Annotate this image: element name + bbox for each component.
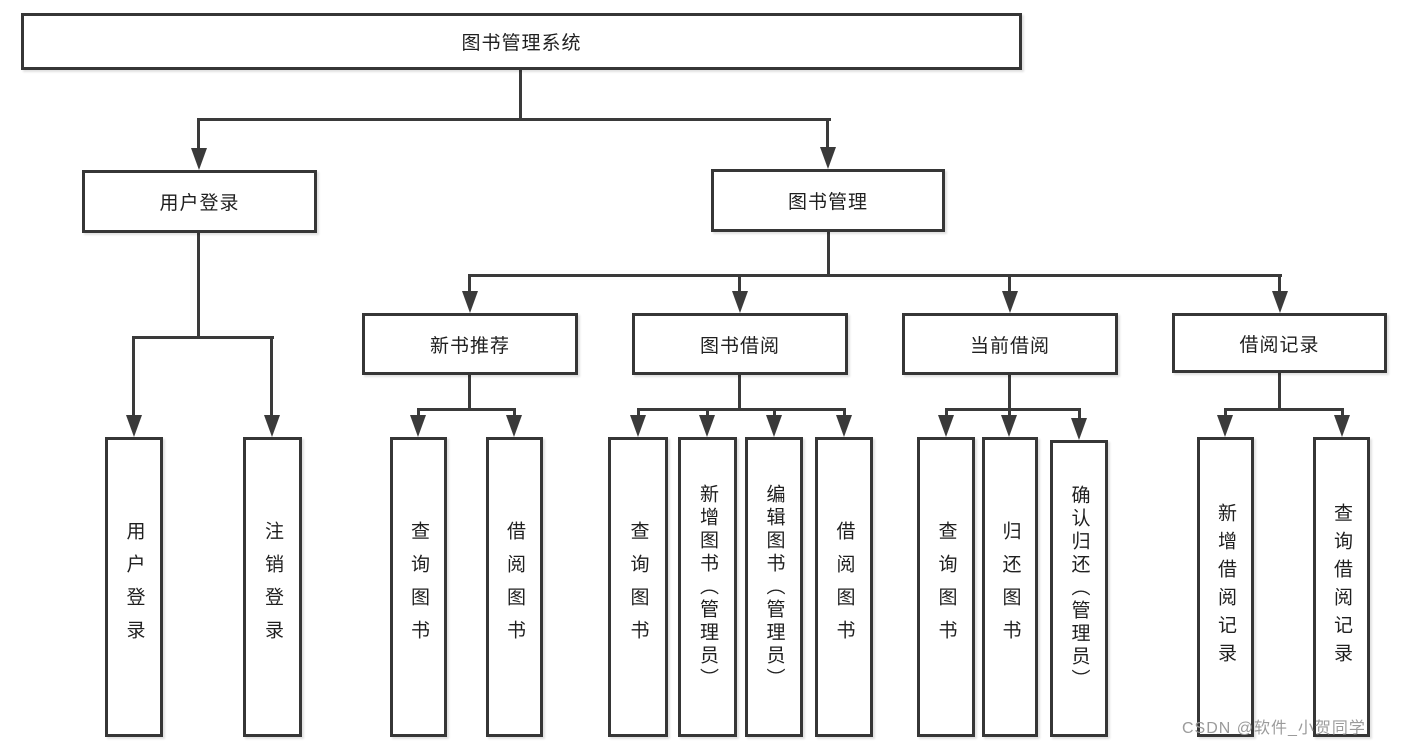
watermark: CSDN @软件_小贺同学 — [1182, 720, 1366, 737]
node-user-login: 用户登录 — [82, 170, 317, 233]
arrow-head-icon — [1272, 291, 1288, 313]
arrow-stem — [826, 118, 829, 151]
arrow-stem — [132, 336, 135, 416]
connector-line — [827, 232, 830, 276]
arrow-stem — [1078, 408, 1081, 418]
arrow-head-icon — [462, 291, 478, 313]
connector-line — [468, 375, 471, 410]
node-current-borrowing: 当前借阅 — [902, 313, 1118, 375]
connector-line — [637, 408, 846, 411]
arrow-head-icon — [1071, 418, 1087, 440]
connector-line — [197, 233, 200, 338]
leaf-recommend-query-book: 查询图书 — [390, 437, 447, 737]
leaf-user-login: 用户登录 — [105, 437, 163, 737]
connector-line — [469, 274, 1282, 277]
arrow-stem — [513, 408, 516, 418]
leaf-records-query-record: 查询借阅记录 — [1313, 437, 1370, 737]
arrow-stem — [1008, 408, 1011, 418]
arrow-stem — [945, 408, 948, 418]
leaf-borrowing-borrow-book: 借阅图书 — [815, 437, 873, 737]
arrow-head-icon — [836, 415, 852, 437]
arrow-stem — [706, 408, 709, 418]
connector-line — [1278, 373, 1281, 410]
leaf-records-add-record: 新增借阅记录 — [1197, 437, 1254, 737]
arrow-head-icon — [630, 415, 646, 437]
leaf-recommend-borrow-book: 借阅图书 — [486, 437, 543, 737]
leaf-logout: 注销登录 — [243, 437, 302, 737]
arrow-head-icon — [766, 415, 782, 437]
arrow-stem — [197, 118, 200, 152]
arrow-stem — [1224, 408, 1227, 418]
leaf-borrowing-add-book-admin: 新增图书（管理员） — [678, 437, 737, 737]
arrow-stem — [773, 408, 776, 418]
arrow-head-icon — [1001, 415, 1017, 437]
arrow-stem — [270, 336, 273, 416]
leaf-borrowing-edit-book-admin: 编辑图书（管理员） — [745, 437, 803, 737]
arrow-stem — [1008, 274, 1011, 294]
arrow-head-icon — [506, 415, 522, 437]
arrow-head-icon — [699, 415, 715, 437]
arrow-stem — [738, 274, 741, 294]
leaf-current-query-book: 查询图书 — [917, 437, 975, 737]
arrow-head-icon — [264, 415, 280, 437]
arrow-stem — [417, 408, 420, 418]
node-borrow-records: 借阅记录 — [1172, 313, 1387, 373]
connector-line — [519, 70, 522, 120]
arrow-stem — [468, 274, 471, 294]
arrow-head-icon — [410, 415, 426, 437]
arrow-stem — [637, 408, 640, 418]
connector-line — [738, 375, 741, 410]
arrow-stem — [1341, 408, 1344, 418]
arrow-stem — [1278, 274, 1281, 294]
arrow-head-icon — [820, 147, 836, 169]
leaf-current-confirm-return-admin: 确认归还（管理员） — [1050, 440, 1108, 737]
node-library-management-system: 图书管理系统 — [21, 13, 1022, 70]
node-new-book-recommend: 新书推荐 — [362, 313, 578, 375]
arrow-head-icon — [732, 291, 748, 313]
connector-line — [1224, 408, 1344, 411]
leaf-borrowing-query-book: 查询图书 — [608, 437, 668, 737]
arrow-stem — [843, 408, 846, 418]
arrow-head-icon — [1334, 415, 1350, 437]
node-book-borrowing: 图书借阅 — [632, 313, 848, 375]
arrow-head-icon — [938, 415, 954, 437]
arrow-head-icon — [126, 415, 142, 437]
connector-line — [945, 408, 1081, 411]
connector-line — [1008, 375, 1011, 410]
connector-line — [133, 336, 274, 339]
node-book-management: 图书管理 — [711, 169, 945, 232]
arrow-head-icon — [1002, 291, 1018, 313]
connector-line — [198, 118, 831, 121]
connector-line — [417, 408, 516, 411]
leaf-current-return-book: 归还图书 — [982, 437, 1038, 737]
arrow-head-icon — [191, 148, 207, 170]
arrow-head-icon — [1217, 415, 1233, 437]
